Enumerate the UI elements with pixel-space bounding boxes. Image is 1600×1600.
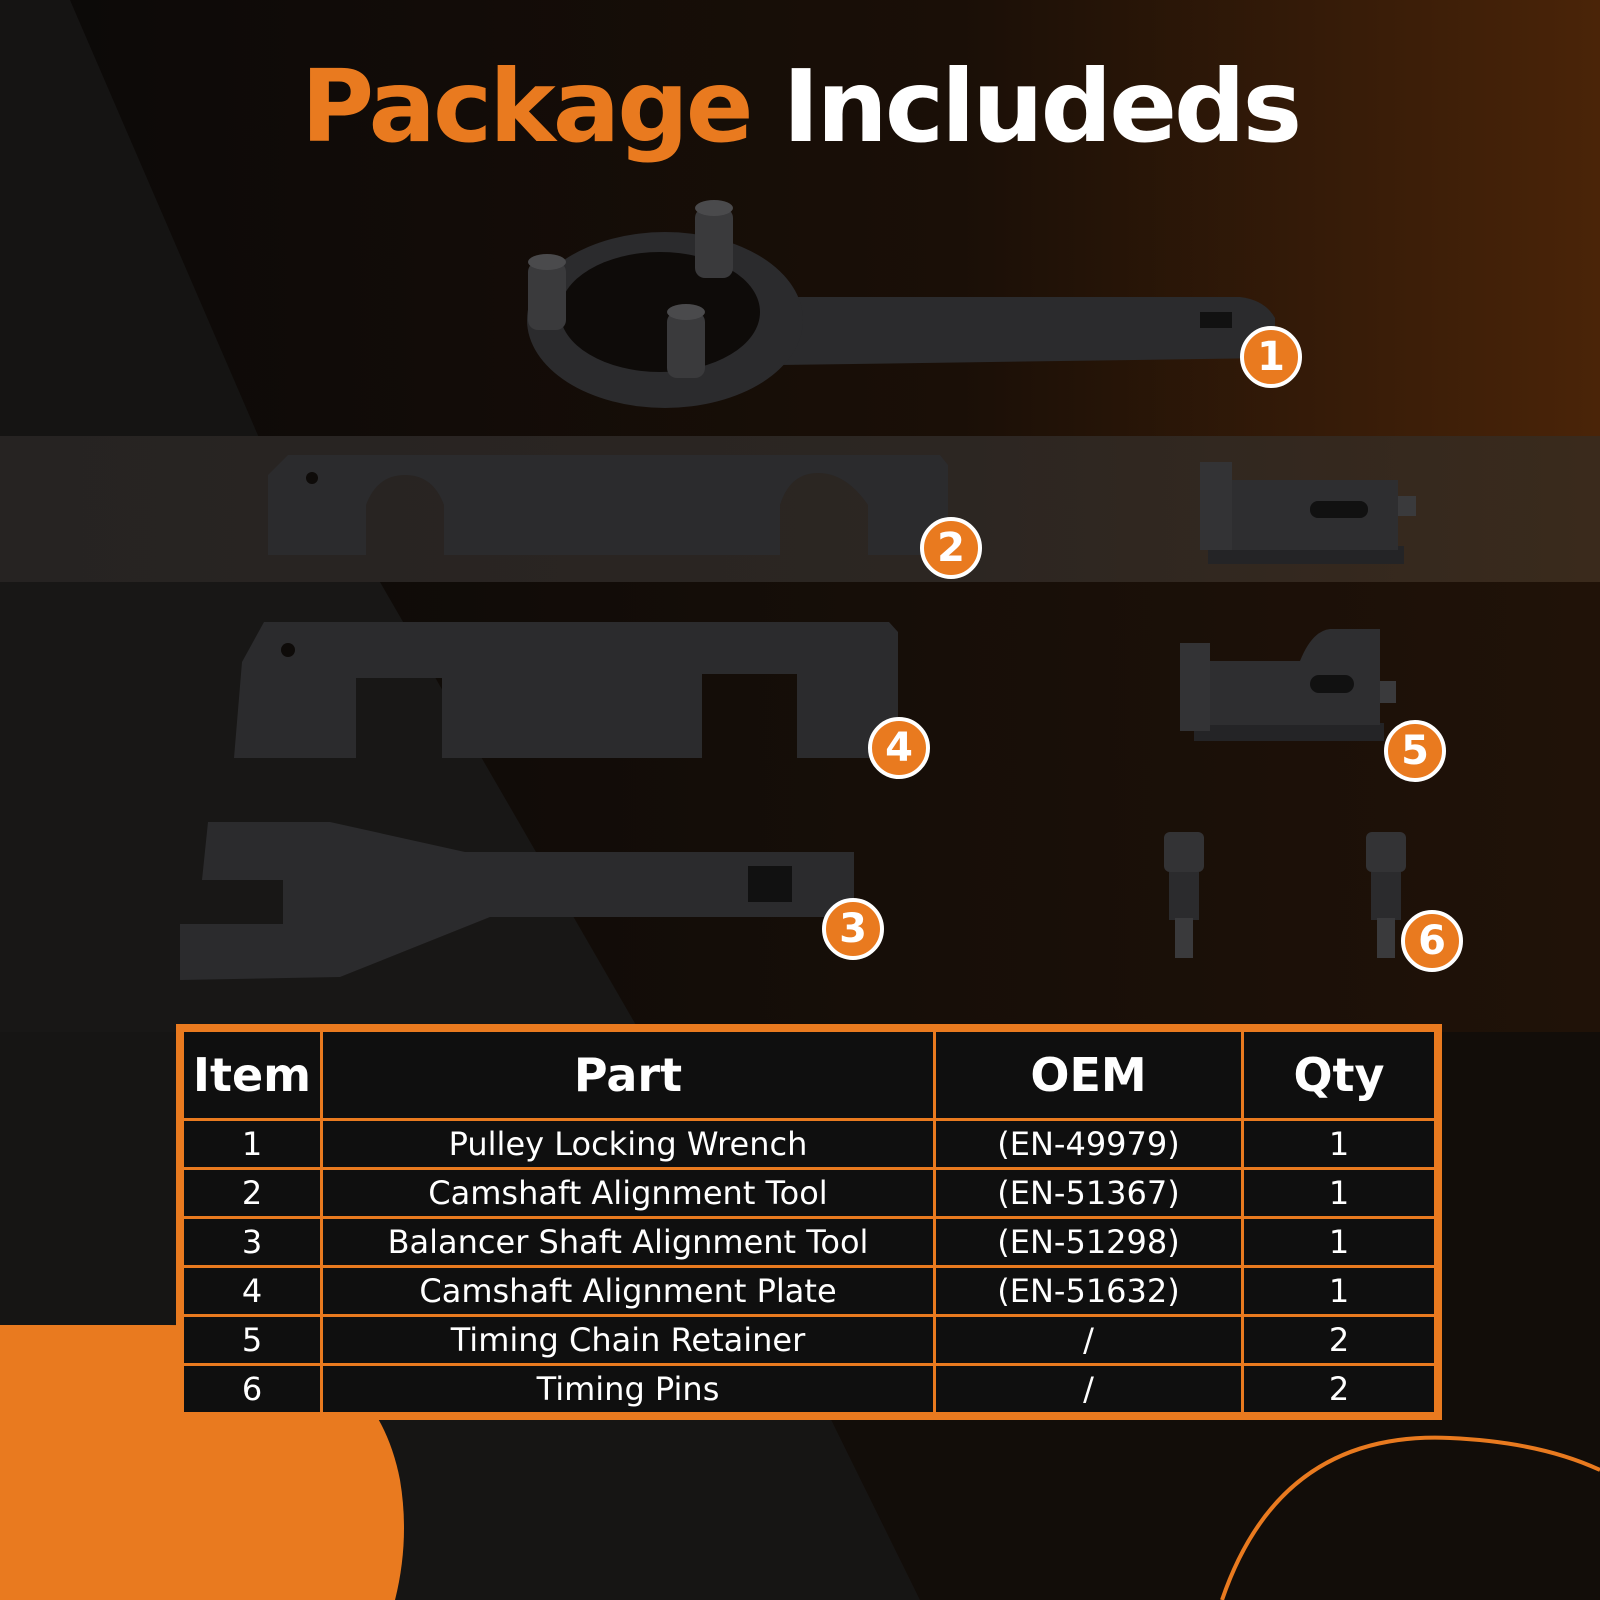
timing-chain-retainer-image-a — [1200, 462, 1416, 564]
table-header-row: Item Part OEM Qty — [181, 1029, 1437, 1121]
cell-qty: 2 — [1241, 1363, 1437, 1415]
camshaft-alignment-tool-image — [268, 455, 948, 555]
cell-oem: / — [933, 1363, 1244, 1415]
cell-item: 4 — [181, 1265, 323, 1317]
table-row: 5 Timing Chain Retainer / 2 — [181, 1314, 1437, 1366]
table-row: 6 Timing Pins / 2 — [181, 1363, 1437, 1415]
camshaft-alignment-plate-image — [234, 622, 898, 758]
page-title: Package Includeds — [0, 42, 1600, 172]
cell-qty: 1 — [1241, 1167, 1437, 1219]
badge-6: 6 — [1401, 910, 1463, 972]
cell-item: 3 — [181, 1216, 323, 1268]
timing-pin-image-b — [1366, 832, 1406, 958]
cell-qty: 1 — [1241, 1118, 1437, 1170]
cell-oem: (EN-51367) — [933, 1167, 1244, 1219]
badge-4: 4 — [868, 717, 930, 779]
parts-table: Item Part OEM Qty 1 Pulley Locking Wrenc… — [176, 1024, 1442, 1420]
cell-item: 1 — [181, 1118, 323, 1170]
table-row: 1 Pulley Locking Wrench (EN-49979) 1 — [181, 1118, 1437, 1170]
title-word-package: Package — [300, 48, 754, 165]
cell-oem: (EN-51632) — [933, 1265, 1244, 1317]
pulley-locking-wrench-image — [527, 200, 1275, 408]
cell-qty: 1 — [1241, 1216, 1437, 1268]
cell-part: Timing Chain Retainer — [320, 1314, 936, 1366]
cell-part: Camshaft Alignment Plate — [320, 1265, 936, 1317]
timing-pin-image-a — [1164, 832, 1204, 958]
cell-qty: 1 — [1241, 1265, 1437, 1317]
table-row: 2 Camshaft Alignment Tool (EN-51367) 1 — [181, 1167, 1437, 1219]
cell-oem: / — [933, 1314, 1244, 1366]
cell-qty: 2 — [1241, 1314, 1437, 1366]
cell-part: Balancer Shaft Alignment Tool — [320, 1216, 936, 1268]
table-row: 4 Camshaft Alignment Plate (EN-51632) 1 — [181, 1265, 1437, 1317]
cell-part: Pulley Locking Wrench — [320, 1118, 936, 1170]
header-oem: OEM — [933, 1029, 1244, 1121]
table-row: 3 Balancer Shaft Alignment Tool (EN-5129… — [181, 1216, 1437, 1268]
timing-chain-retainer-image-b — [1180, 629, 1396, 741]
cell-item: 2 — [181, 1167, 323, 1219]
cell-part: Timing Pins — [320, 1363, 936, 1415]
cell-item: 5 — [181, 1314, 323, 1366]
cell-oem: (EN-51298) — [933, 1216, 1244, 1268]
badge-5: 5 — [1384, 720, 1446, 782]
badge-3: 3 — [822, 898, 884, 960]
header-part: Part — [320, 1029, 936, 1121]
header-item: Item — [181, 1029, 323, 1121]
cell-part: Camshaft Alignment Tool — [320, 1167, 936, 1219]
header-qty: Qty — [1241, 1029, 1437, 1121]
title-word-includeds: Includeds — [782, 48, 1302, 165]
cell-item: 6 — [181, 1363, 323, 1415]
badge-2: 2 — [920, 517, 982, 579]
cell-oem: (EN-49979) — [933, 1118, 1244, 1170]
badge-1: 1 — [1240, 326, 1302, 388]
balancer-shaft-alignment-tool-image — [180, 822, 854, 980]
